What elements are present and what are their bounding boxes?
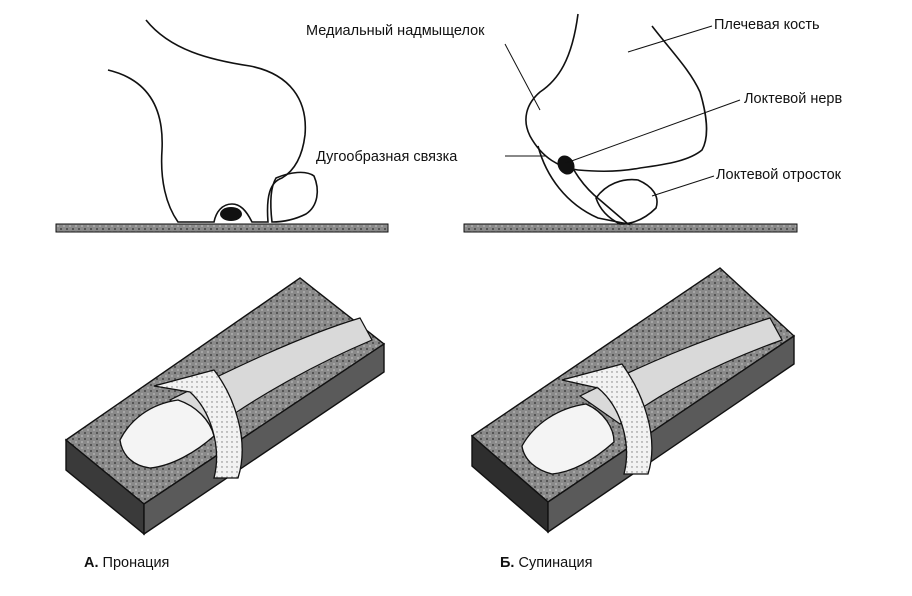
board-front-left bbox=[143, 342, 385, 536]
caption-pronation-letter: А. bbox=[84, 555, 99, 571]
hand-right bbox=[521, 403, 615, 475]
humerus-outline-left bbox=[107, 19, 307, 223]
humerus-outline-right bbox=[525, 13, 708, 173]
caption-supination-letter: Б. bbox=[500, 555, 515, 571]
forearm-board-supination bbox=[470, 267, 796, 534]
label-olecranon: Локтевой отросток bbox=[716, 167, 842, 183]
olecranon-outline-right bbox=[595, 178, 658, 225]
label-arcuate-ligament: Дугообразная связка bbox=[316, 149, 458, 165]
label-humerus: Плечевая кость bbox=[714, 17, 820, 33]
caption-supination-text: Супинация bbox=[518, 555, 593, 571]
caption-supination: Б. Супинация bbox=[500, 556, 593, 571]
leader-medial-epicondyle bbox=[504, 43, 541, 111]
support-surface-left bbox=[55, 223, 389, 233]
leader-humerus bbox=[627, 25, 713, 53]
ulnar-nerve-left bbox=[220, 207, 242, 221]
label-medial-epicondyle: Медиальный надмыщелок bbox=[306, 23, 485, 39]
bandage-right bbox=[561, 363, 653, 475]
forearm-board-pronation bbox=[64, 277, 386, 536]
board-front-right bbox=[547, 334, 795, 534]
elbow-section-supination bbox=[463, 13, 798, 233]
ulnar-nerve-right bbox=[557, 155, 575, 175]
leader-olecranon bbox=[651, 175, 715, 197]
leader-lines bbox=[504, 25, 741, 197]
caption-pronation-text: Пронация bbox=[102, 555, 170, 571]
olecranon-outline-left bbox=[270, 171, 319, 223]
support-surface-right bbox=[463, 223, 798, 233]
caption-pronation: А. Пронация bbox=[84, 556, 169, 571]
arcuate-ligament-right bbox=[537, 145, 631, 226]
bandage-left bbox=[153, 369, 243, 479]
leader-ulnar-nerve bbox=[565, 99, 741, 164]
label-ulnar-nerve: Локтевой нерв bbox=[744, 91, 843, 107]
elbow-section-pronation bbox=[55, 19, 389, 233]
